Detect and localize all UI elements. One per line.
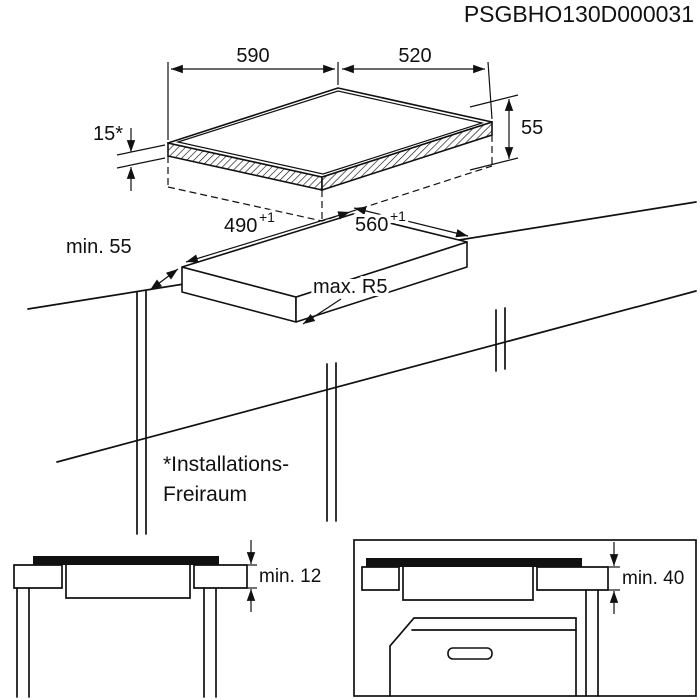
detail-right-border [353,539,697,697]
ext-line-15-top [116,144,166,156]
oven-clearance-label: min. 40 [622,568,684,589]
ext-line-520-right [487,61,493,120]
document-code: PSGBHO130D000031 [464,1,694,27]
glass-thickness-label: 15* [93,123,123,145]
worktop-clearance-label: min. 12 [259,566,321,587]
dimension-arrow-490 [185,211,351,263]
dimension-arrow-min55 [149,268,179,291]
ext-line-15-bottom [116,157,166,169]
hob-glass-top [167,87,493,178]
clearance-note-line1: *Installations- [163,453,289,476]
corner-radius-arrow [302,298,342,325]
detail-worktop-thickness: min. 12 [13,540,321,698]
cutout-depth-tolerance: +1 [390,208,406,224]
detail-right-hob-body [402,566,534,601]
cutout-depth-label: 560 [355,214,388,236]
ext-line-55-top [469,94,519,108]
hob-width-label: 590 [236,45,269,67]
dimension-arrow-560 [353,206,469,238]
ext-line-55-bottom [469,157,519,171]
oven-handle [447,647,493,660]
hob-glass-top-inner-line [175,90,485,175]
worktop-cutout-view: 490 +1 560 +1 min. 55 max. R5 [27,201,697,535]
oven-outline [389,617,577,697]
detail-left-hob-body [65,564,191,599]
hob-perspective-view: 590 520 55 15* [93,42,543,222]
cutout-width-tolerance: +1 [259,209,275,225]
worktop-front-bottom-edge [56,290,697,463]
corner-radius-label: max. R5 [313,276,387,298]
hob-depth-label: 520 [398,45,431,67]
hob-height-label: 55 [521,117,543,139]
detail-oven-clearance: min. 40 [353,539,697,697]
clearance-note: *Installations- Freiraum [163,453,289,506]
front-distance-label: min. 55 [66,236,132,258]
cutout-width-label: 490 [224,215,257,237]
detail-left-hob-glass [33,556,219,565]
detail-right-hob-glass [366,558,582,567]
clearance-note-line2: Freiraum [163,483,247,506]
